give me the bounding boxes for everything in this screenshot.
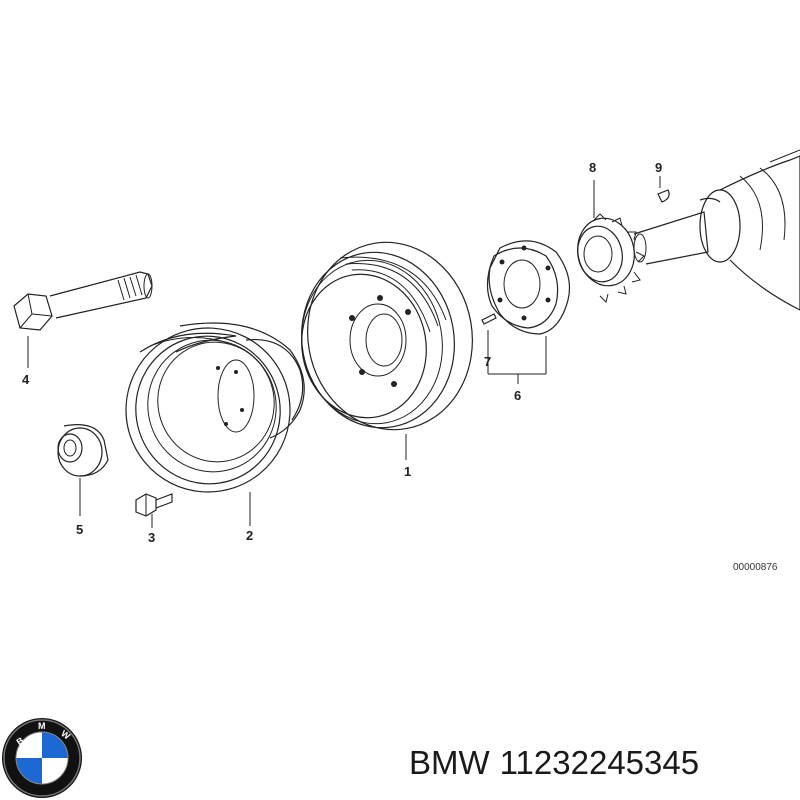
callout-9: 9 xyxy=(655,160,662,175)
hub-flange xyxy=(486,240,571,335)
callout-6: 6 xyxy=(514,388,521,403)
key xyxy=(657,189,670,203)
pulley-main xyxy=(301,241,473,431)
bmw-logo: B M W xyxy=(2,718,82,798)
svg-text:B: B xyxy=(14,735,25,747)
svg-text:M: M xyxy=(38,721,46,731)
callout-7: 7 xyxy=(484,354,491,369)
bolt-long xyxy=(13,271,153,331)
caption-brand: BMW xyxy=(409,744,490,781)
callout-8: 8 xyxy=(589,160,596,175)
leader-lines xyxy=(27,176,661,528)
callout-1: 1 xyxy=(404,464,411,479)
bolt-small xyxy=(135,493,173,517)
caption-part-number: 11232245345 xyxy=(499,744,700,781)
pulley-small xyxy=(125,322,305,493)
pin xyxy=(481,313,497,325)
callout-2: 2 xyxy=(246,528,253,543)
sprocket xyxy=(577,213,645,303)
sleeve xyxy=(57,424,109,477)
callout-4: 4 xyxy=(22,372,30,387)
figure-id: 00000876 xyxy=(733,562,778,573)
crankshaft xyxy=(633,149,800,311)
callout-5: 5 xyxy=(76,522,83,537)
callout-3: 3 xyxy=(148,530,155,545)
